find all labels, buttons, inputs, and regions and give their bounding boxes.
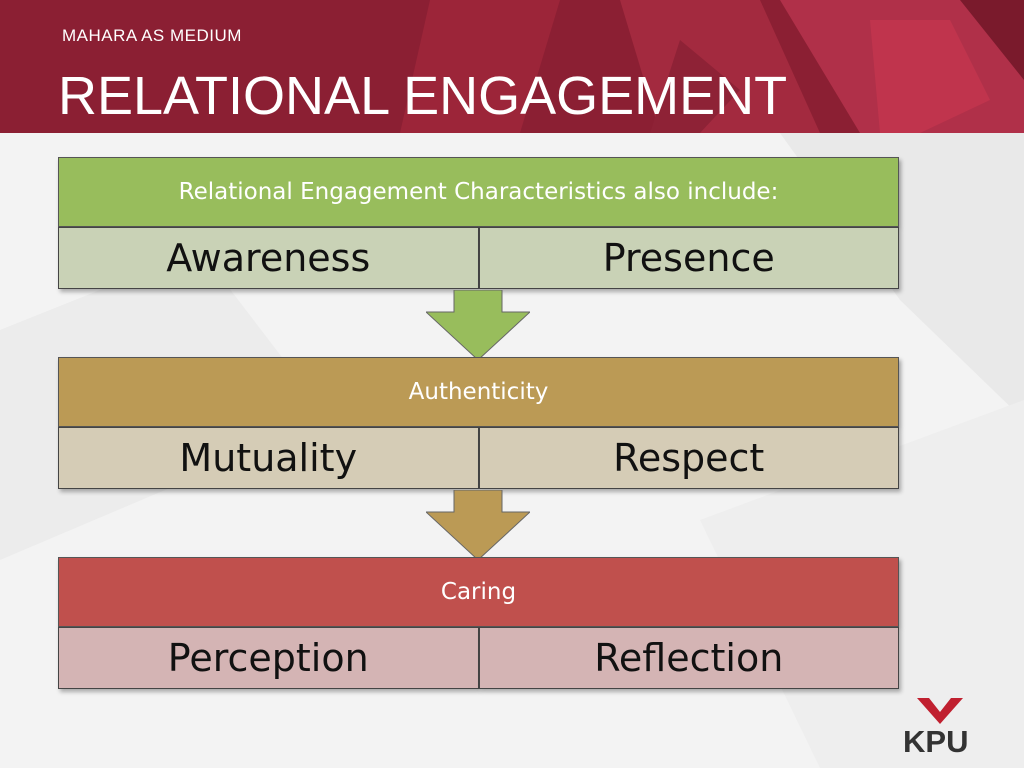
- block-row: Perception Reflection: [58, 627, 899, 689]
- block-row: Awareness Presence: [58, 227, 899, 289]
- header-decoration: [400, 0, 1024, 133]
- block-heading: Relational Engagement Characteristics al…: [58, 157, 899, 227]
- block-awareness-presence: Relational Engagement Characteristics al…: [58, 157, 899, 289]
- slide-subtitle: MAHARA AS MEDIUM: [62, 26, 242, 45]
- block-row: Mutuality Respect: [58, 427, 899, 489]
- kpu-logo-text: KPU: [903, 724, 969, 759]
- title-bar: MAHARA AS MEDIUM RELATIONAL ENGAGEMENT: [0, 0, 1024, 133]
- block-authenticity: Authenticity Mutuality Respect: [58, 357, 899, 489]
- down-arrow-icon: [426, 490, 530, 561]
- kpu-chevron-icon: [917, 698, 963, 724]
- cell-left: Awareness: [58, 227, 479, 289]
- cell-right: Respect: [478, 427, 899, 489]
- cell-right: Presence: [478, 227, 899, 289]
- block-heading: Authenticity: [58, 357, 899, 427]
- block-caring: Caring Perception Reflection: [58, 557, 899, 689]
- cell-left: Perception: [58, 627, 479, 689]
- cell-left: Mutuality: [58, 427, 479, 489]
- down-arrow-icon: [426, 290, 530, 361]
- slide-title: RELATIONAL ENGAGEMENT: [58, 66, 788, 126]
- block-heading: Caring: [58, 557, 899, 627]
- cell-right: Reflection: [478, 627, 899, 689]
